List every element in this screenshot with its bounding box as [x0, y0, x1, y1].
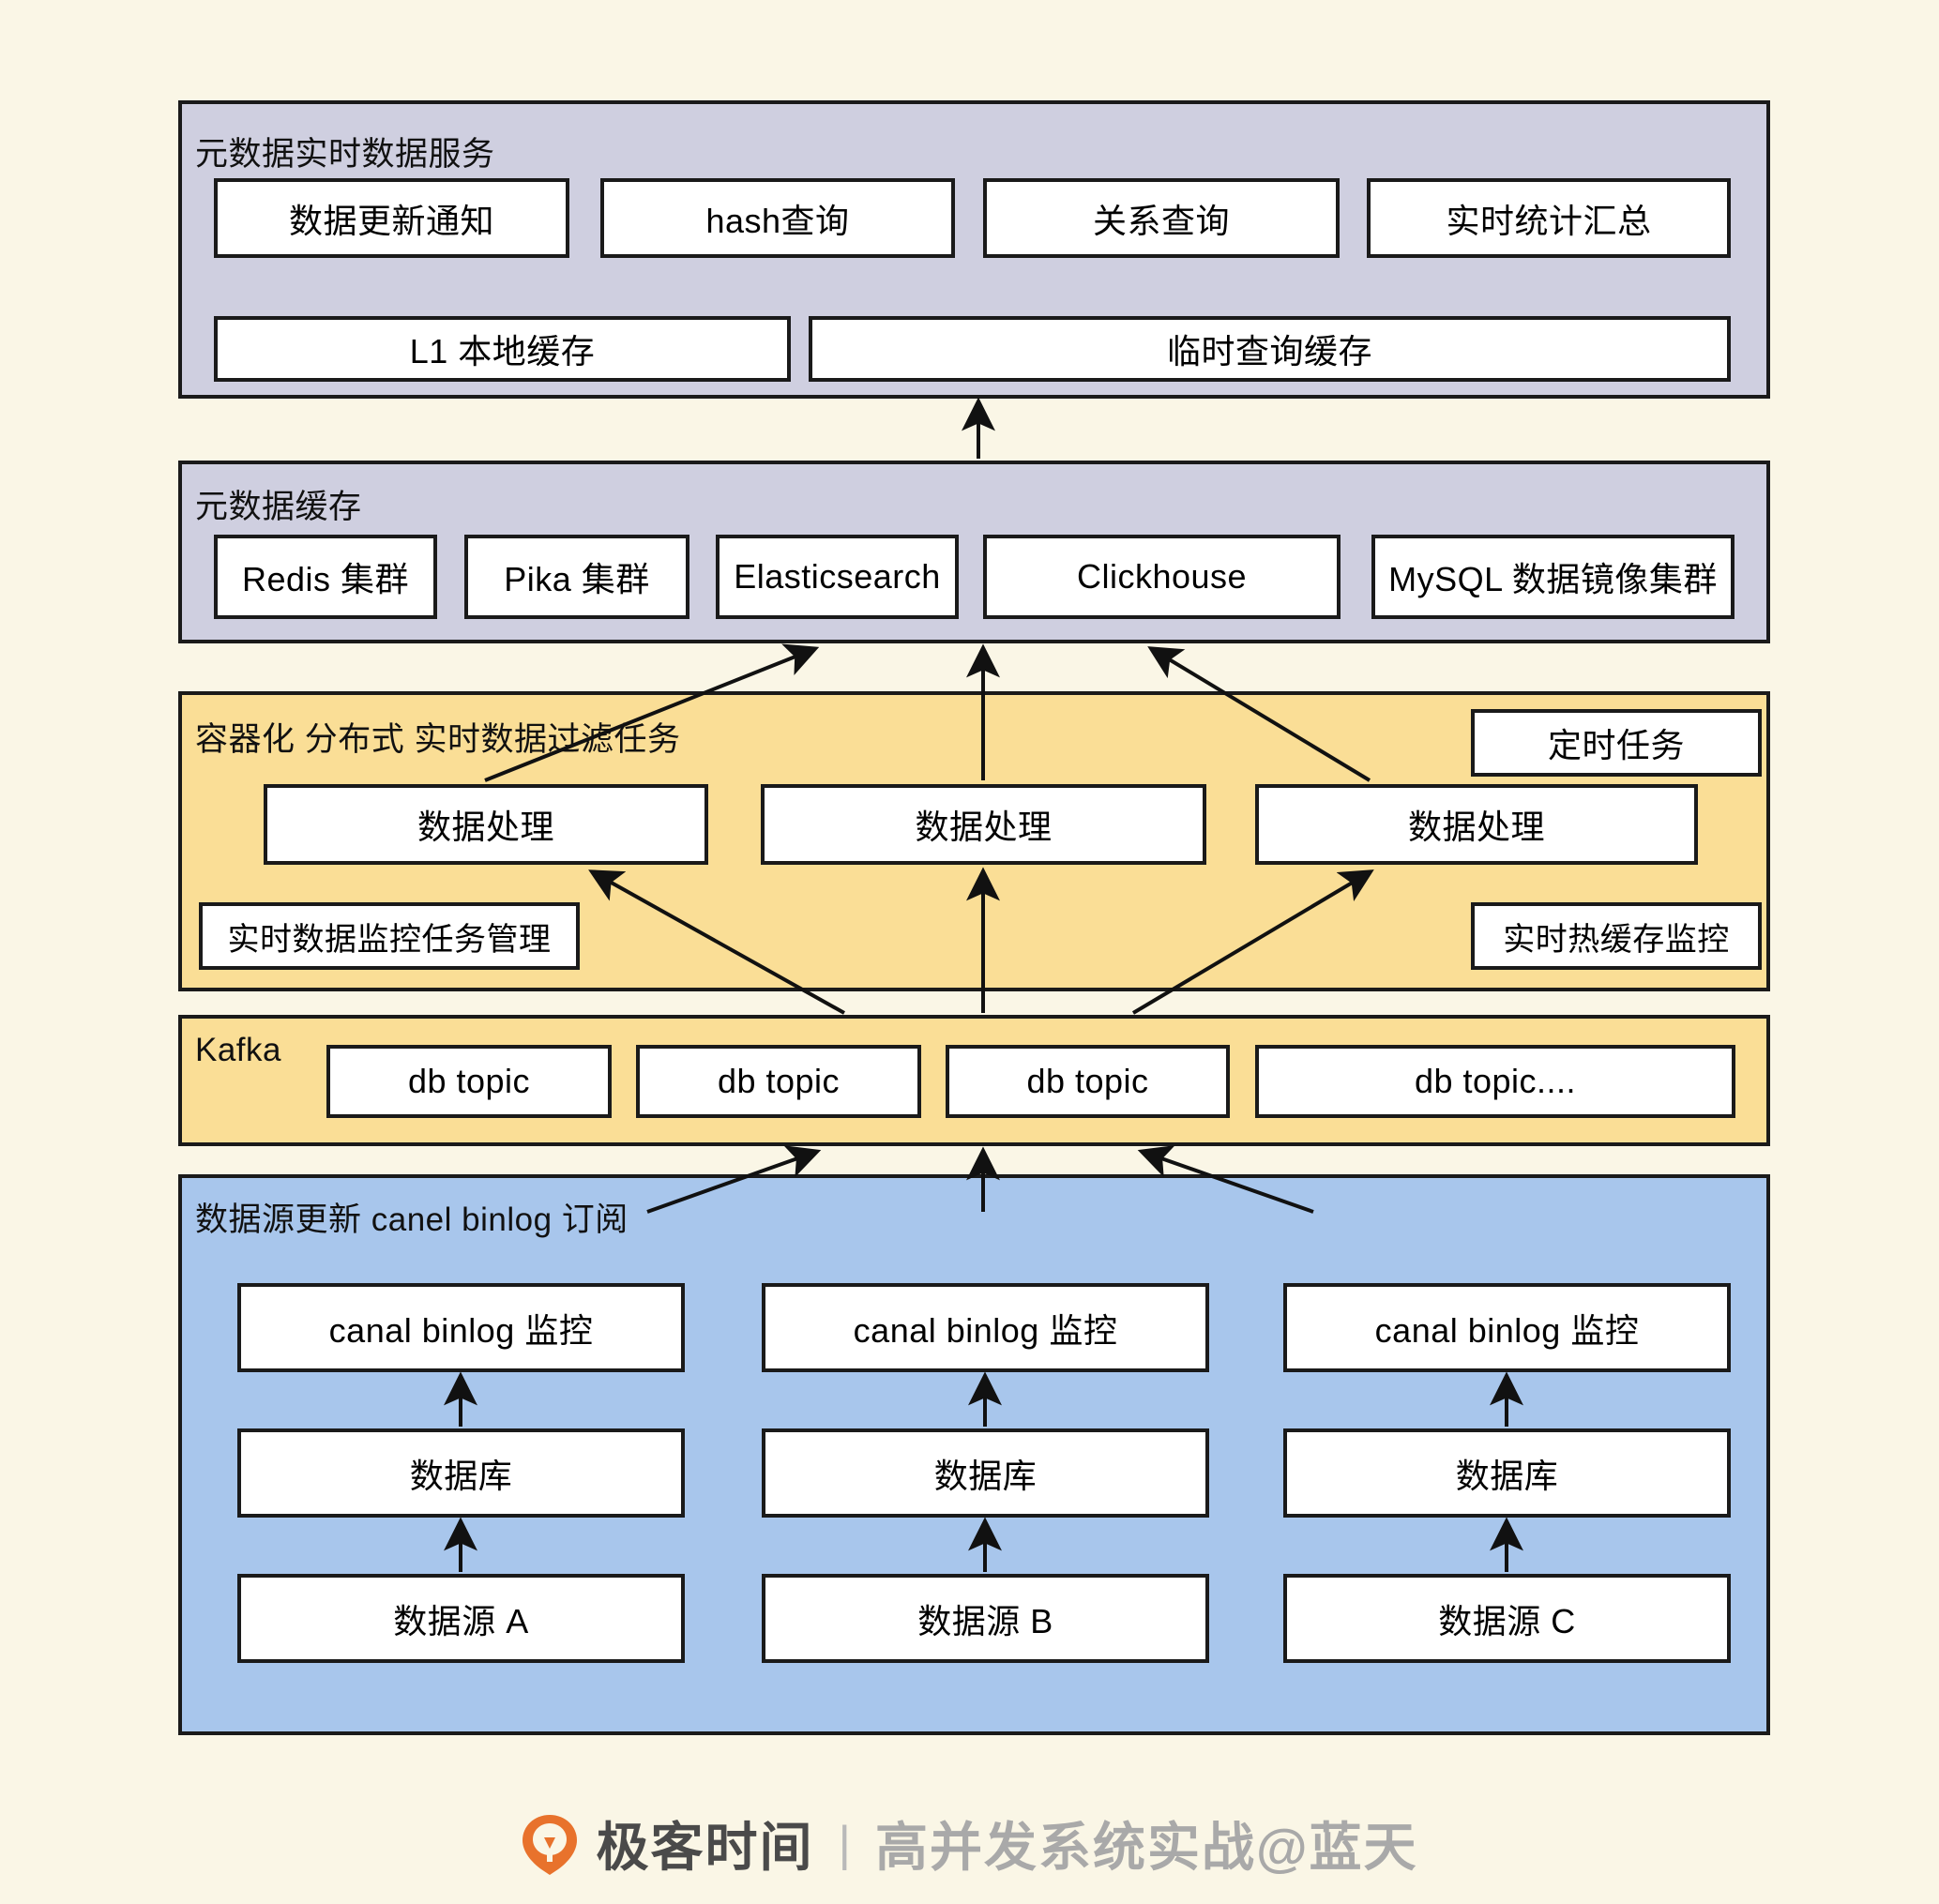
source-box-datasource-c[interactable]: 数据源 C [1283, 1574, 1731, 1663]
source-box-datasource-a[interactable]: 数据源 A [237, 1574, 685, 1663]
kafka-topic-4[interactable]: db topic.... [1255, 1045, 1735, 1118]
service-box-hash-query[interactable]: hash查询 [600, 178, 955, 258]
task-box-data-processing-1[interactable]: 数据处理 [264, 784, 708, 865]
footer-brand: 极客时间 [596, 1818, 814, 1877]
footer-tagline: 高并发系统实战@蓝天 [874, 1818, 1418, 1877]
kafka-topic-3[interactable]: db topic [946, 1045, 1230, 1118]
cache-box-redis-cluster[interactable]: Redis 集群 [214, 535, 437, 619]
service-box-l1-local-cache[interactable]: L1 本地缓存 [214, 316, 791, 382]
layer-title-metadata-realtime-service: 元数据实时数据服务 [195, 136, 495, 173]
source-box-datasource-b[interactable]: 数据源 B [762, 1574, 1209, 1663]
source-box-database-b[interactable]: 数据库 [762, 1428, 1209, 1518]
kafka-topic-2[interactable]: db topic [636, 1045, 921, 1118]
cache-box-mysql-mirror-cluster[interactable]: MySQL 数据镜像集群 [1371, 535, 1734, 619]
cache-box-pika-cluster[interactable]: Pika 集群 [464, 535, 689, 619]
layer-title-datasource-canal-binlog: 数据源更新 canel binlog 订阅 [195, 1201, 629, 1238]
source-box-canal-monitor-b[interactable]: canal binlog 监控 [762, 1283, 1209, 1372]
task-box-scheduled-task[interactable]: 定时任务 [1471, 709, 1762, 777]
source-box-canal-monitor-a[interactable]: canal binlog 监控 [237, 1283, 685, 1372]
task-box-realtime-monitor-management[interactable]: 实时数据监控任务管理 [199, 902, 580, 970]
service-box-relation-query[interactable]: 关系查询 [983, 178, 1340, 258]
service-box-realtime-stats[interactable]: 实时统计汇总 [1367, 178, 1731, 258]
source-box-database-c[interactable]: 数据库 [1283, 1428, 1731, 1518]
footer-watermark: 极客时间 | 高并发系统实战@蓝天 [0, 1806, 1939, 1881]
cache-box-clickhouse[interactable]: Clickhouse [983, 535, 1341, 619]
task-box-realtime-hot-cache-monitor[interactable]: 实时热缓存监控 [1471, 902, 1762, 970]
footer-divider: | [838, 1816, 851, 1871]
service-box-data-update-notify[interactable]: 数据更新通知 [214, 178, 569, 258]
source-box-database-a[interactable]: 数据库 [237, 1428, 685, 1518]
cache-box-elasticsearch[interactable]: Elasticsearch [716, 535, 959, 619]
service-box-temp-query-cache[interactable]: 临时查询缓存 [809, 316, 1731, 382]
layer-title-kafka: Kafka [195, 1032, 281, 1068]
geek-time-logo-icon [521, 1813, 579, 1875]
layer-title-metadata-cache: 元数据缓存 [195, 489, 362, 525]
layer-title-containerized-filter-task: 容器化 分布式 实时数据过滤任务 [195, 721, 681, 758]
task-box-data-processing-2[interactable]: 数据处理 [761, 784, 1206, 865]
source-box-canal-monitor-c[interactable]: canal binlog 监控 [1283, 1283, 1731, 1372]
kafka-topic-1[interactable]: db topic [326, 1045, 612, 1118]
task-box-data-processing-3[interactable]: 数据处理 [1255, 784, 1698, 865]
